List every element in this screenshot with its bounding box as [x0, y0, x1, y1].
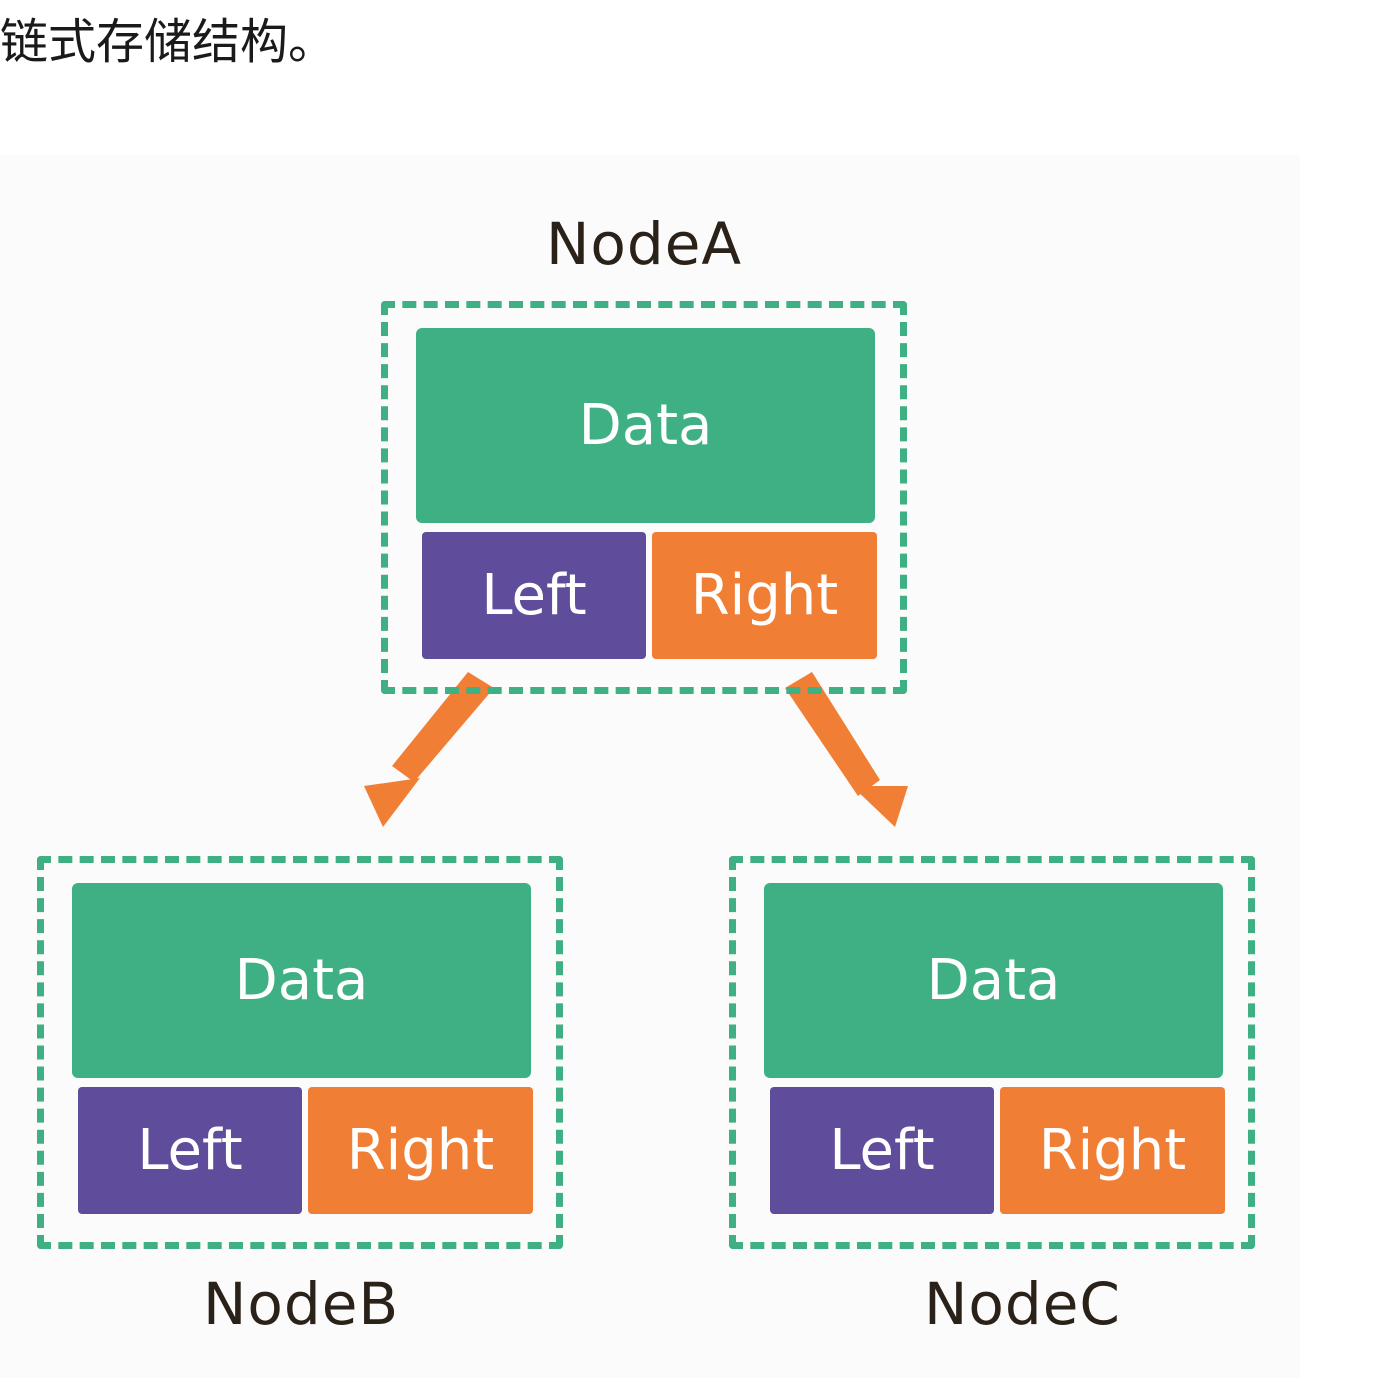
- node-c-left-box: Left: [770, 1087, 994, 1214]
- node-c-data-box: Data: [764, 883, 1223, 1078]
- node-a-frame: [381, 301, 907, 694]
- node-b-left-box: Left: [78, 1087, 302, 1214]
- node-a-title: NodeA: [546, 210, 743, 278]
- node-a-left-box: Left: [422, 532, 646, 659]
- node-c-left-label: Left: [829, 1117, 935, 1183]
- node-a-data-label: Data: [578, 392, 713, 458]
- node-b-data-label: Data: [234, 947, 369, 1013]
- node-c-data-label: Data: [926, 947, 1061, 1013]
- node-a-right-label: Right: [690, 562, 839, 628]
- node-b-right-box: Right: [308, 1087, 533, 1214]
- node-c-right-box: Right: [1000, 1087, 1225, 1214]
- node-a-left-label: Left: [481, 562, 587, 628]
- node-a-data-box: Data: [416, 328, 875, 523]
- node-c-right-label: Right: [1038, 1117, 1187, 1183]
- node-c-frame: [729, 856, 1255, 1249]
- node-b-frame: [37, 856, 563, 1249]
- node-b-left-label: Left: [137, 1117, 243, 1183]
- node-a-right-box: Right: [652, 532, 877, 659]
- node-b-title: NodeB: [203, 1270, 400, 1338]
- node-c-title: NodeC: [924, 1270, 1121, 1338]
- node-b-right-label: Right: [346, 1117, 495, 1183]
- node-b-data-box: Data: [72, 883, 531, 1078]
- page-text: 链式存储结构。: [0, 14, 337, 70]
